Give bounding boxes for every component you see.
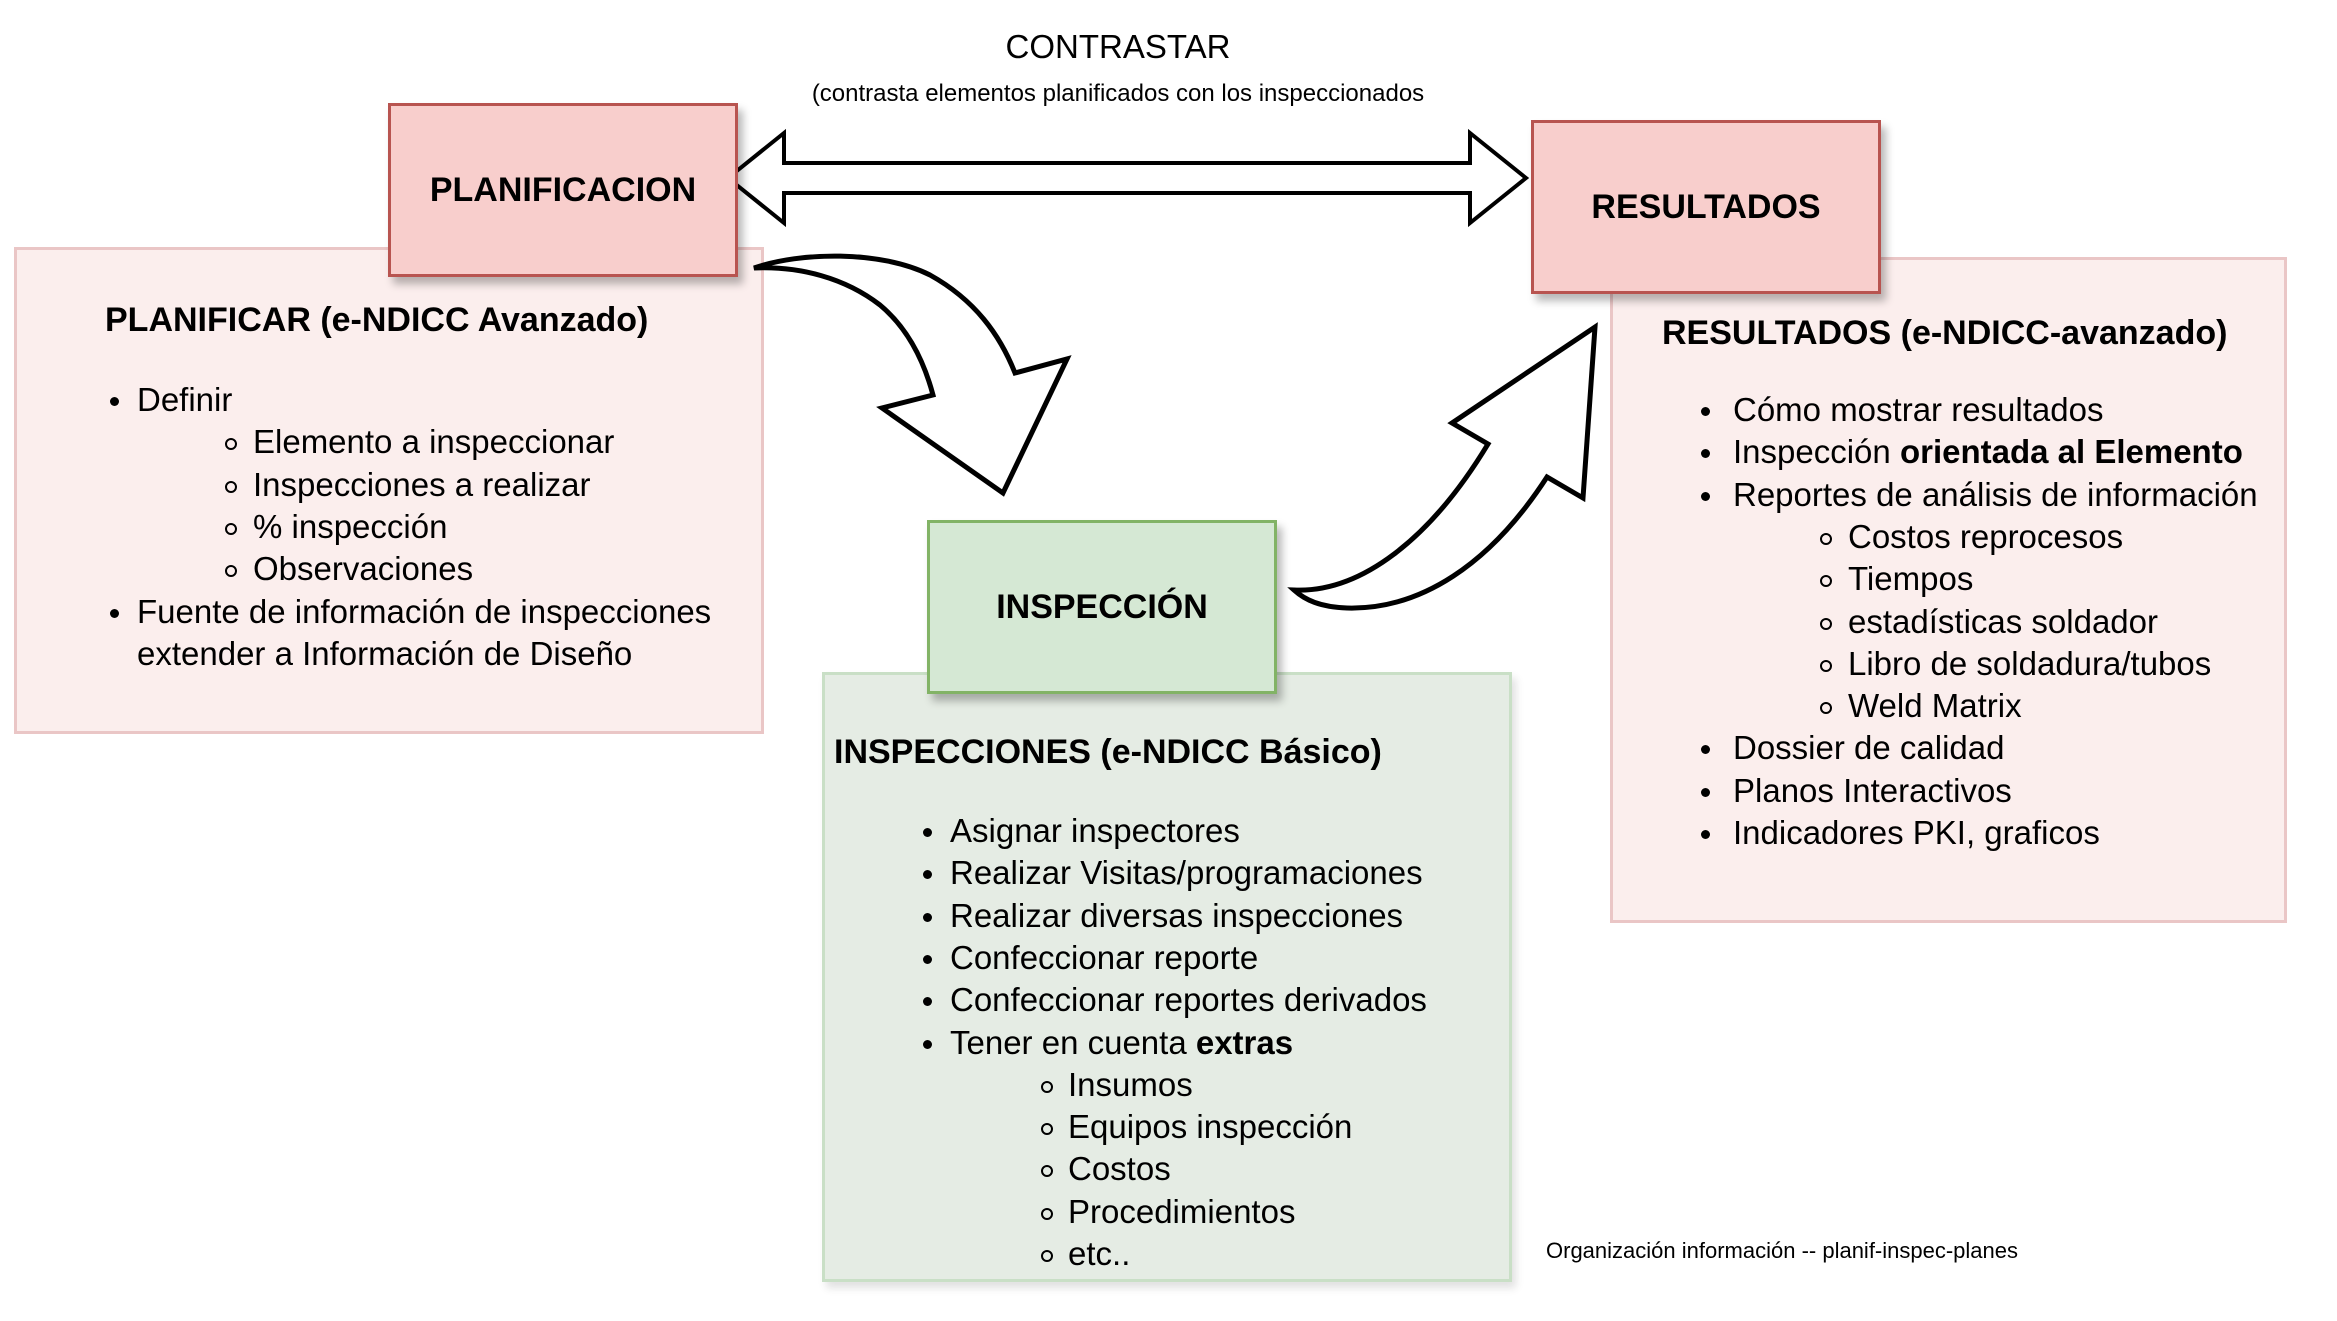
sub-bullet-icon xyxy=(1820,659,1832,672)
emphasis-text: orientada al Elemento xyxy=(1899,433,2243,471)
list-item: Reportes de análisis de información xyxy=(1733,475,2258,513)
list-item: Confeccionar reporte xyxy=(950,938,1259,976)
sub-list-item: Tiempos xyxy=(1848,560,1974,598)
bullet-icon xyxy=(1701,491,1710,501)
inspeccion-node[interactable]: INSPECCIÓN xyxy=(927,520,1277,694)
sub-bullet-icon xyxy=(1820,702,1832,715)
sub-list-item: Equipos inspección xyxy=(1068,1108,1353,1146)
bullet-icon xyxy=(1701,830,1710,839)
inspeccion-label: INSPECCIÓN xyxy=(996,587,1208,626)
list-item: Fuente de información de inspecciones xyxy=(137,592,712,630)
contrastar-subtitle: (contrasta elementos planificados con lo… xyxy=(811,80,1425,107)
sub-bullet-icon xyxy=(1820,575,1832,588)
bullet-icon xyxy=(1701,745,1710,755)
planificacion-label: PLANIFICACION xyxy=(429,170,697,209)
sub-list-item: Costos reprocesos xyxy=(1848,517,2124,555)
sub-list-item: estadísticas soldador xyxy=(1848,602,2159,640)
footer-caption: Organización información -- planif-inspe… xyxy=(1546,1238,2019,1263)
sub-list-item: Elemento a inspeccionar xyxy=(253,423,615,461)
list-item: Indicadores PKI, graficos xyxy=(1733,814,2100,851)
sub-bullet-icon xyxy=(225,480,237,493)
contrastar-double-arrow xyxy=(724,128,1530,228)
list-item: extender a Información de Diseño xyxy=(137,634,633,672)
bullet-icon xyxy=(923,870,932,880)
sub-list-item: Libro de soldadura/tubos xyxy=(1848,644,2212,682)
bullet-icon xyxy=(923,912,932,922)
bullet-icon xyxy=(110,397,119,406)
planificacion-node[interactable]: PLANIFICACION xyxy=(388,103,738,277)
bullet-icon xyxy=(923,828,932,837)
emphasis-text: extras xyxy=(1195,1023,1294,1061)
sub-list-item: Insumos xyxy=(1068,1065,1193,1103)
bullet-icon xyxy=(110,608,119,618)
list-item: Definir xyxy=(137,381,233,418)
inspecciones-panel xyxy=(822,672,1512,1282)
bullet-icon xyxy=(1701,407,1710,416)
sub-list-item: Observaciones xyxy=(253,550,474,588)
sub-bullet-icon xyxy=(1041,1250,1053,1262)
bullet-icon xyxy=(923,1039,932,1049)
contrastar-title: CONTRASTAR xyxy=(1005,28,1231,65)
inspecciones-panel-heading: INSPECCIONES (e-NDICC Básico) xyxy=(834,733,1382,771)
planificacion-to-inspeccion-arrow xyxy=(753,253,1072,497)
sub-list-item: etc.. xyxy=(1068,1235,1131,1272)
sub-list-item: Weld Matrix xyxy=(1848,687,2022,725)
sub-bullet-icon xyxy=(1041,1207,1053,1220)
resultados-panel-heading: RESULTADOS (e-NDICC-avanzado) xyxy=(1662,314,2228,352)
sub-bullet-icon xyxy=(1041,1123,1053,1136)
list-item: Realizar diversas inspecciones xyxy=(950,896,1404,934)
sub-list-item: Inspecciones a realizar xyxy=(253,465,591,503)
bullet-icon xyxy=(923,997,932,1007)
resultados-panel xyxy=(1610,257,2287,923)
resultados-node[interactable]: RESULTADOS xyxy=(1531,120,1881,294)
sub-bullet-icon xyxy=(225,522,237,535)
sub-bullet-icon xyxy=(225,438,237,451)
sub-bullet-icon xyxy=(1041,1165,1053,1178)
list-item: Confeccionar reportes derivados xyxy=(950,981,1427,1019)
bullet-icon xyxy=(1701,449,1710,459)
inspeccion-to-resultados-arrow xyxy=(1287,322,1598,611)
sub-bullet-icon xyxy=(1820,532,1832,545)
list-item: Asignar inspectores xyxy=(950,812,1240,849)
resultados-label: RESULTADOS xyxy=(1591,187,1821,226)
planificar-panel-heading: PLANIFICAR (e-NDICC Avanzado) xyxy=(105,301,649,339)
list-item: Cómo mostrar resultados xyxy=(1733,391,2104,428)
sub-bullet-icon xyxy=(225,565,237,578)
planificar-panel xyxy=(14,247,764,734)
list-item: Tener en cuenta extras xyxy=(950,1023,1294,1061)
list-item: Dossier de calidad xyxy=(1733,729,2005,767)
sub-list-item: % inspección xyxy=(253,507,448,545)
list-item: Inspección orientada al Elemento xyxy=(1733,433,2243,471)
sub-list-item: Procedimientos xyxy=(1068,1192,1296,1230)
sub-bullet-icon xyxy=(1041,1080,1053,1093)
list-item: Planos Interactivos xyxy=(1733,771,2012,809)
sub-list-item: Costos xyxy=(1068,1150,1171,1188)
bullet-icon xyxy=(1701,787,1710,797)
list-item: Realizar Visitas/programaciones xyxy=(950,854,1423,892)
bullet-icon xyxy=(923,954,932,964)
sub-bullet-icon xyxy=(1820,617,1832,630)
